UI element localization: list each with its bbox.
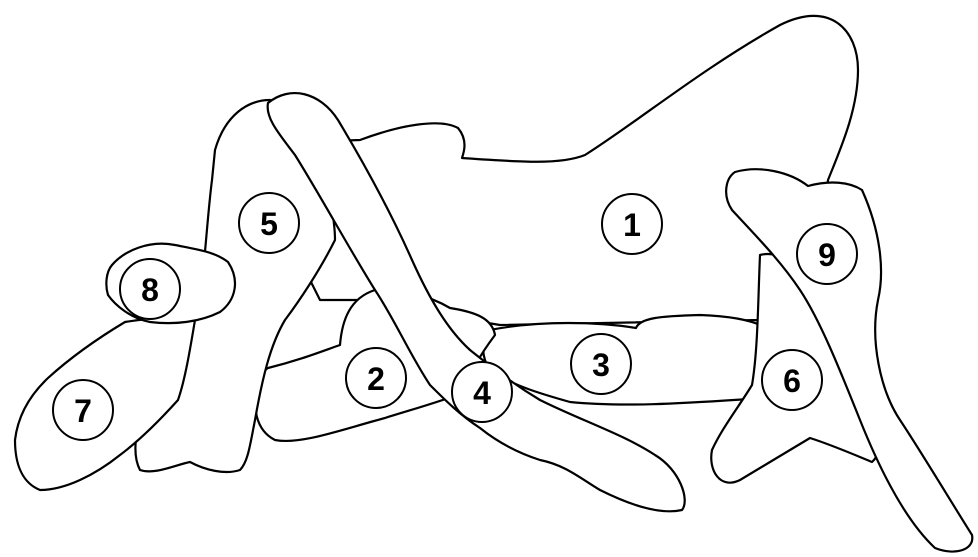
badge-8-label: 8 [141,272,159,308]
badge-6-label: 6 [783,363,801,399]
badge-5-label: 5 [260,206,278,242]
badge-2-label: 2 [367,361,385,397]
badge-3-label: 3 [592,347,610,383]
badge-7-label: 7 [74,393,92,429]
badge-1: 1 [602,194,662,254]
badge-9-label: 9 [818,237,836,273]
badge-1-label: 1 [623,207,641,243]
badge-9: 9 [797,224,857,284]
badge-7: 7 [53,380,113,440]
badge-8: 8 [120,259,180,319]
badge-5: 5 [239,193,299,253]
badge-4-label: 4 [473,375,491,411]
badge-2: 2 [346,348,406,408]
badge-6: 6 [762,350,822,410]
badge-4: 4 [452,362,512,422]
badge-3: 3 [571,334,631,394]
